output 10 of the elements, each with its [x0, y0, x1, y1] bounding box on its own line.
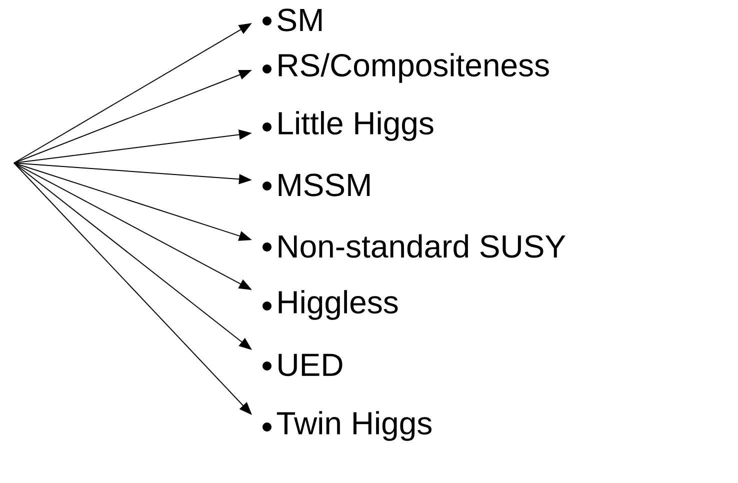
list-item: Little Higgs — [262, 111, 434, 141]
list-item: RS/Compositeness — [262, 53, 549, 83]
node-label: UED — [278, 354, 342, 376]
list-item: SM — [262, 8, 322, 32]
list-item: Twin Higgs — [262, 411, 432, 441]
node-label: SM — [278, 8, 322, 32]
list-item: MSSM — [262, 174, 370, 196]
list-item: UED — [262, 354, 342, 376]
list-item: Higgless — [262, 290, 398, 320]
list-item: Non-standard SUSY — [262, 234, 566, 258]
